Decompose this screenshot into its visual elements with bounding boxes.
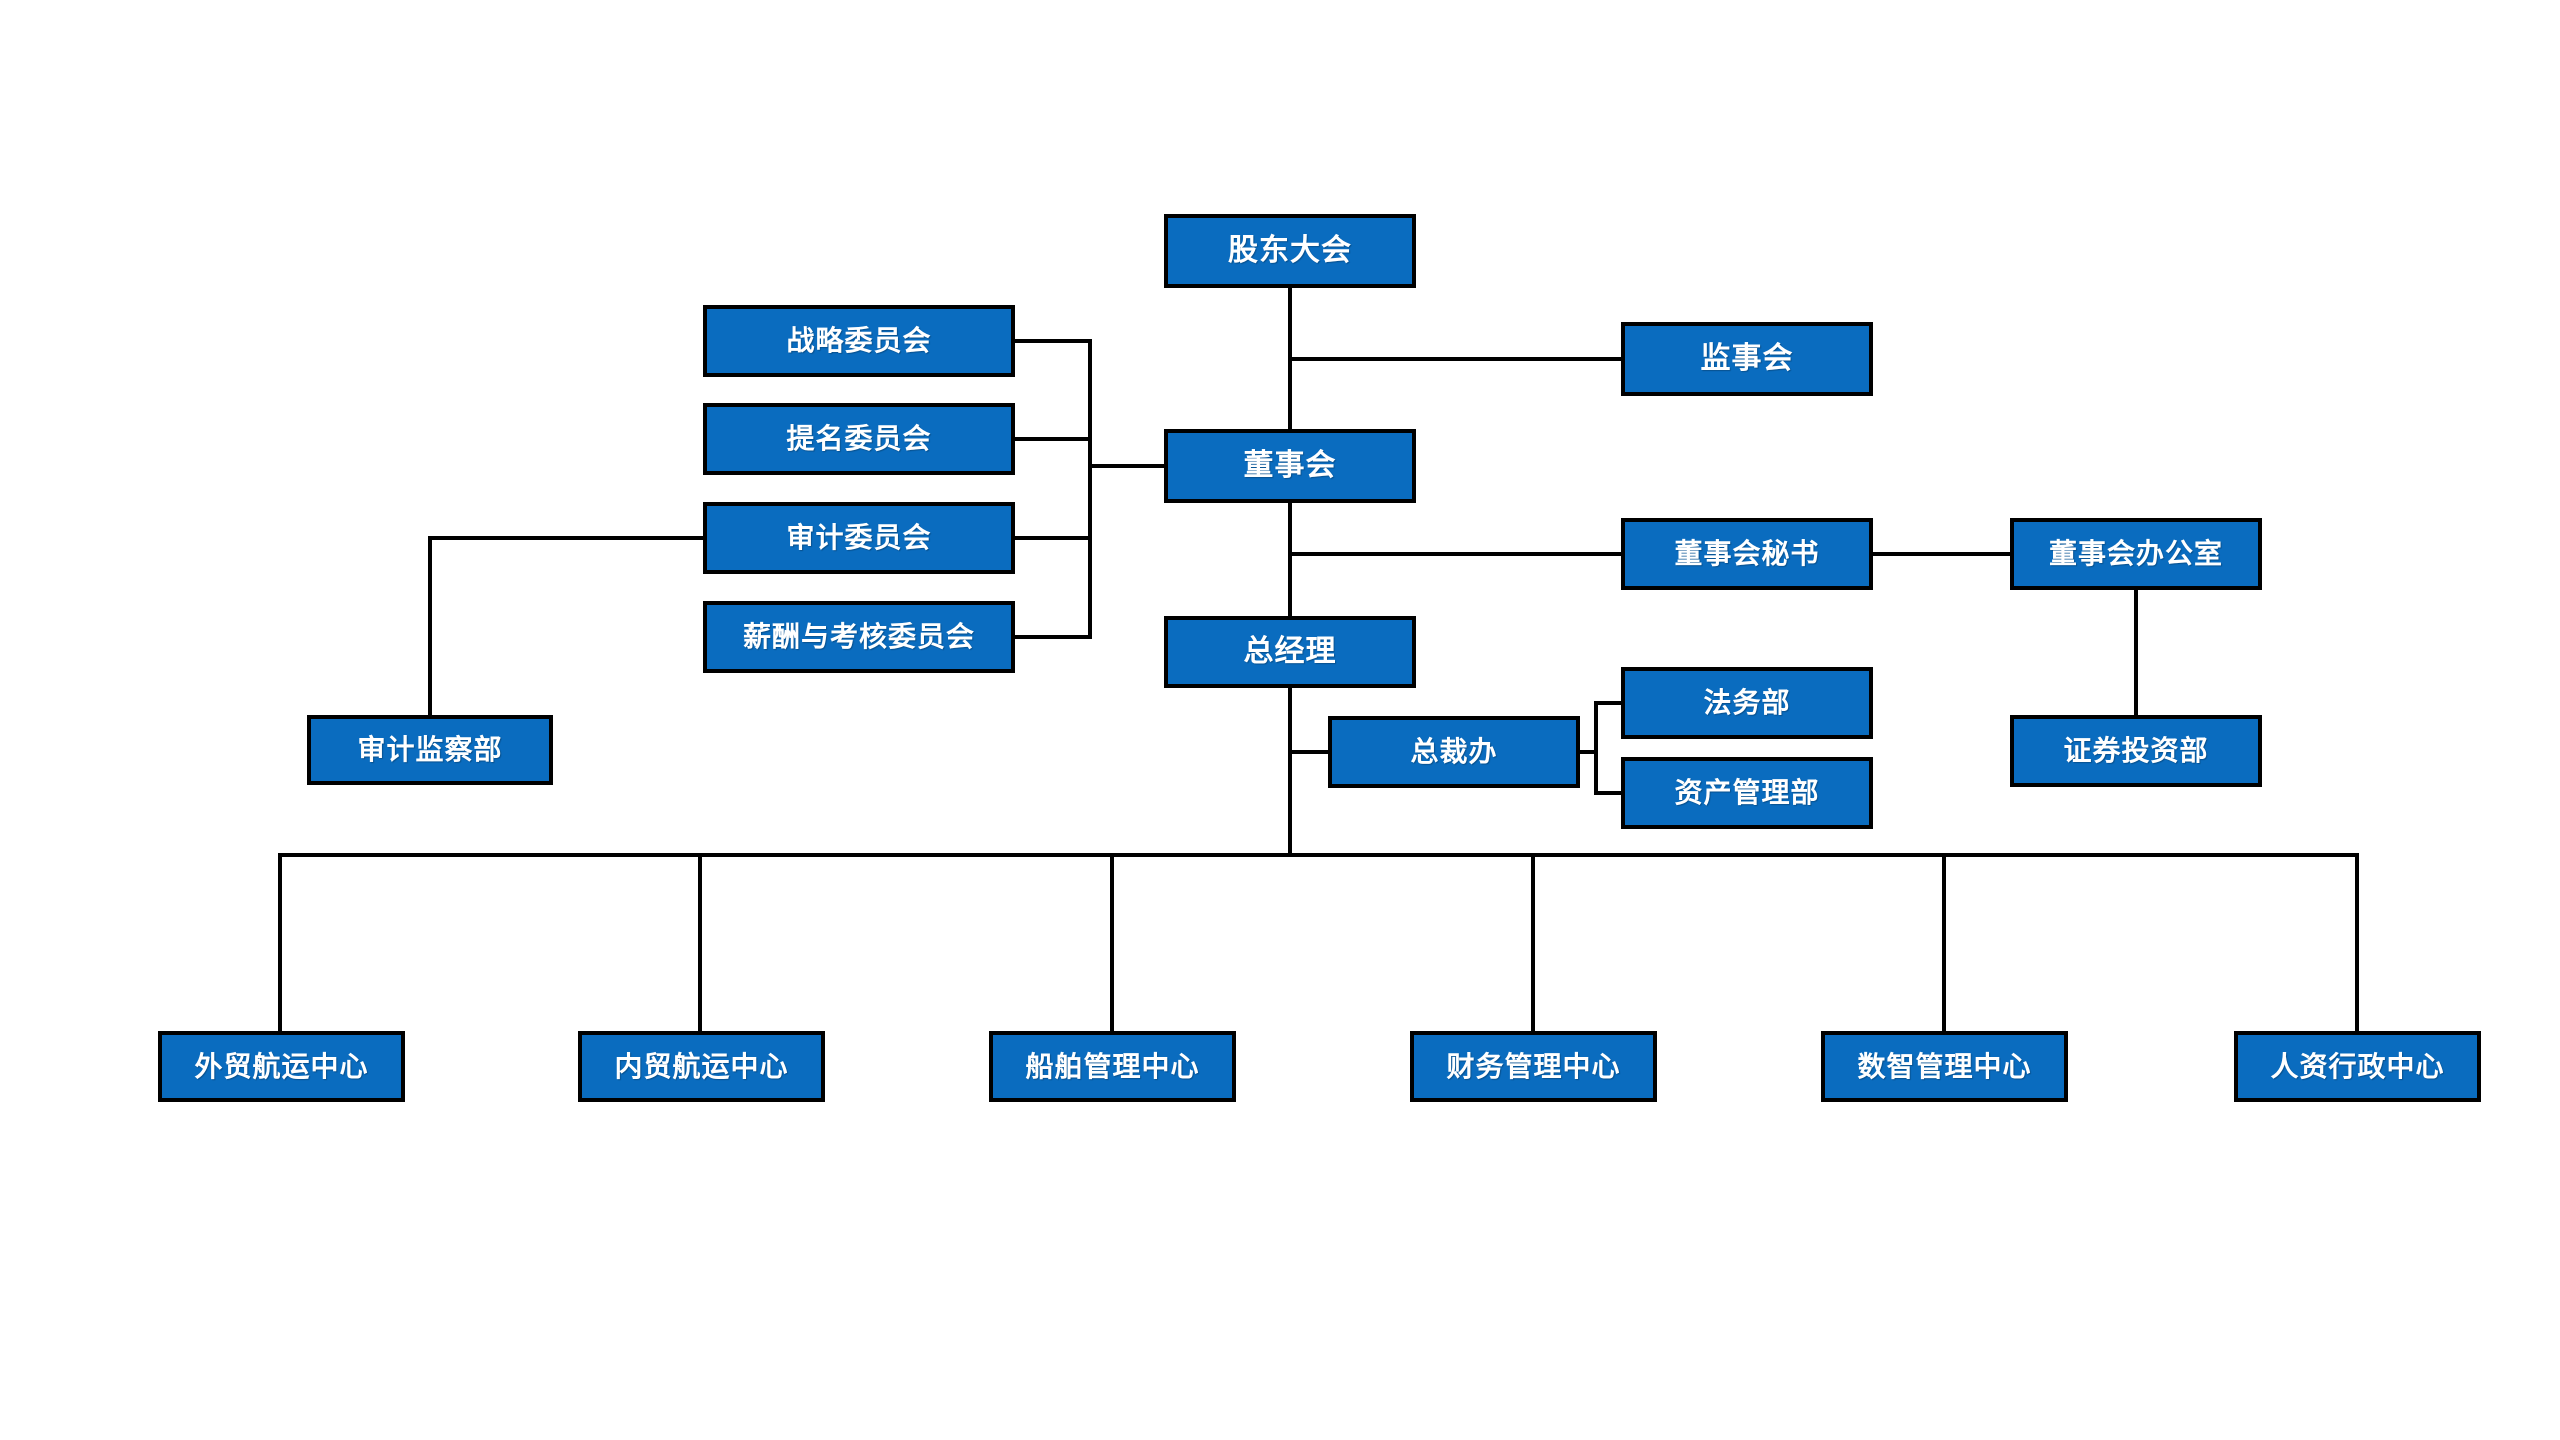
node-label-board-secretary: 董事会秘书 [1674,538,1820,569]
node-board[interactable]: 董事会 [1164,429,1416,503]
node-label-general-mgr: 总经理 [1243,635,1337,668]
node-president-off[interactable]: 总裁办 [1328,716,1580,788]
node-comp-cmt[interactable]: 薪酬与考核委员会 [703,601,1015,673]
node-label-asset-mgmt: 资产管理部 [1674,777,1820,808]
node-label-domestic-ship: 内贸航运中心 [614,1050,789,1082]
node-label-president-off: 总裁办 [1410,736,1498,767]
node-nomination-cmt[interactable]: 提名委员会 [703,403,1015,475]
node-label-nomination-cmt: 提名委员会 [786,423,932,454]
node-shareholders[interactable]: 股东大会 [1164,214,1416,288]
node-general-mgr[interactable]: 总经理 [1164,616,1416,688]
node-strategy-cmt[interactable]: 战略委员会 [703,305,1015,377]
node-legal-dept[interactable]: 法务部 [1621,667,1873,739]
node-label-audit-cmt: 审计委员会 [786,522,932,553]
node-foreign-ship[interactable]: 外贸航运中心 [158,1031,405,1102]
node-supervisory[interactable]: 监事会 [1621,322,1873,396]
node-asset-mgmt[interactable]: 资产管理部 [1621,757,1873,829]
node-label-shareholders: 股东大会 [1228,234,1352,267]
node-label-board: 董事会 [1243,449,1337,482]
node-label-board-office: 董事会办公室 [2048,538,2223,569]
node-label-strategy-cmt: 战略委员会 [786,325,932,356]
node-vessel-mgmt[interactable]: 船舶管理中心 [989,1031,1236,1102]
node-finance-mgmt[interactable]: 财务管理中心 [1410,1031,1657,1102]
node-label-securities: 证券投资部 [2063,735,2209,766]
node-board-office[interactable]: 董事会办公室 [2010,518,2262,590]
node-label-legal-dept: 法务部 [1703,687,1791,718]
node-label-supervisory: 监事会 [1700,342,1794,375]
node-label-digital-mgmt: 数智管理中心 [1857,1050,2032,1082]
node-digital-mgmt[interactable]: 数智管理中心 [1821,1031,2068,1102]
node-board-secretary[interactable]: 董事会秘书 [1621,518,1873,590]
connector-lines [278,286,2359,1033]
node-label-foreign-ship: 外贸航运中心 [194,1050,369,1082]
node-securities[interactable]: 证券投资部 [2010,715,2262,787]
node-label-comp-cmt: 薪酬与考核委员会 [742,621,975,652]
node-hr-admin[interactable]: 人资行政中心 [2234,1031,2481,1102]
node-label-vessel-mgmt: 船舶管理中心 [1025,1050,1200,1082]
node-audit-dept[interactable]: 审计监察部 [307,715,553,785]
node-label-hr-admin: 人资行政中心 [2270,1050,2445,1082]
connector-audit-cmt-to-audit-dept [428,536,705,717]
node-label-finance-mgmt: 财务管理中心 [1446,1050,1621,1082]
node-label-audit-dept: 审计监察部 [357,734,503,765]
node-audit-cmt[interactable]: 审计委员会 [703,502,1015,574]
node-domestic-ship[interactable]: 内贸航运中心 [578,1031,825,1102]
